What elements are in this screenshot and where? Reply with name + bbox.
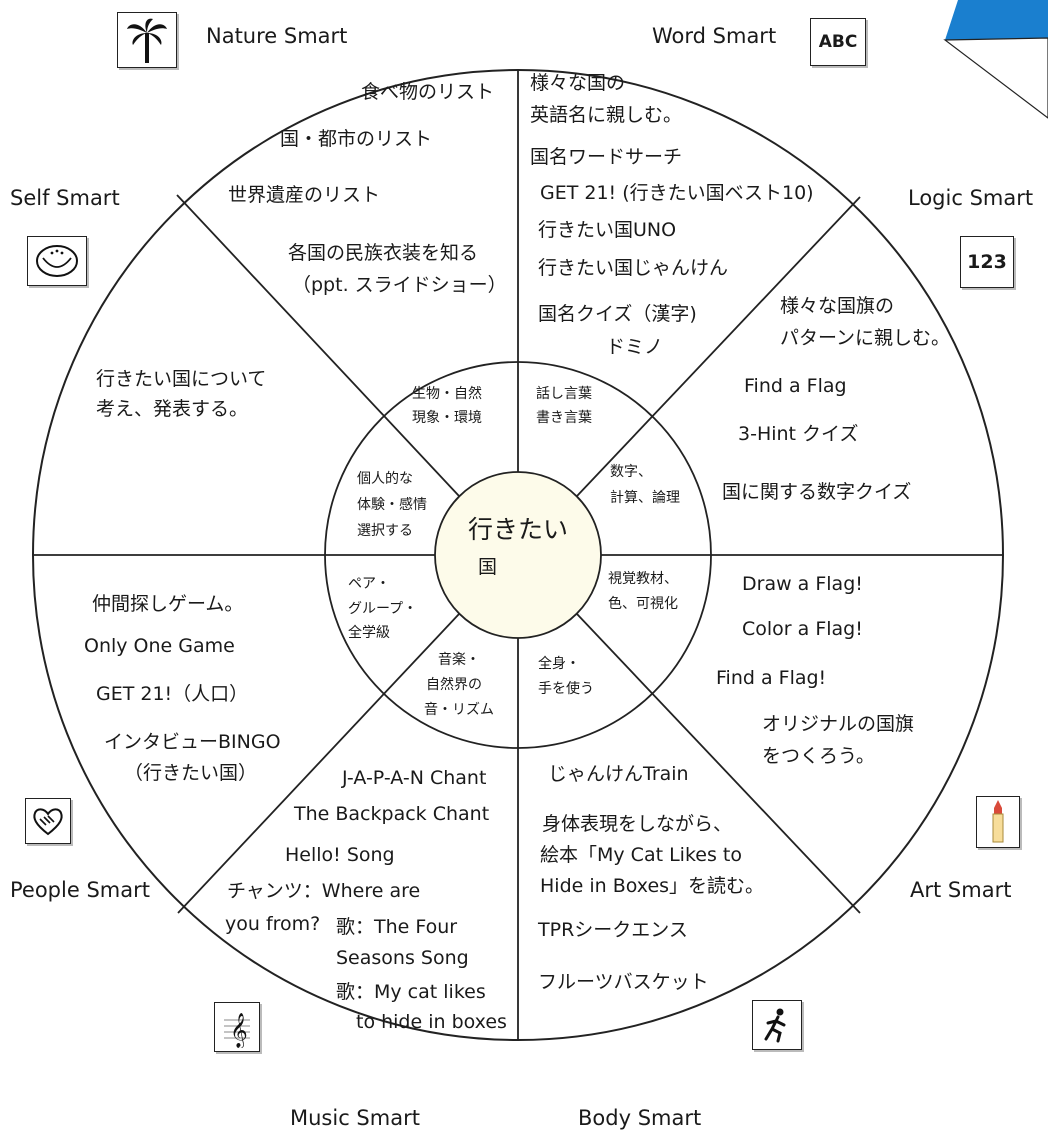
handshake-heart-icon	[25, 798, 71, 844]
word-item-4: GET 21! (行きたい国ベスト10)	[540, 182, 814, 204]
nature-item-3: 世界遺産のリスト	[228, 184, 381, 206]
divider-lines	[33, 70, 1003, 1040]
nature-smart-label: Nature Smart	[206, 24, 348, 48]
inner-logic-2: 計算、論理	[610, 490, 680, 506]
crayon-icon	[976, 796, 1020, 848]
center-line1: 行きたい	[468, 515, 569, 544]
word-item-3: 国名ワードサーチ	[530, 146, 683, 168]
center-circle	[434, 471, 602, 639]
runner-icon	[752, 1000, 802, 1050]
nature-item-1: 食べ物のリスト	[361, 81, 495, 103]
inner-people-3: 全学級	[348, 625, 390, 641]
logic-item-5: 国に関する数字クイズ	[722, 481, 912, 503]
self-smart-label: Self Smart	[10, 186, 120, 210]
palm-tree-icon	[117, 12, 177, 68]
word-item-8: ドミノ	[606, 336, 664, 358]
art-item-1: Draw a Flag!	[742, 573, 863, 595]
inner-logic-1: 数字、	[610, 464, 652, 480]
inner-ring	[324, 361, 712, 749]
music-item-5: you from?	[225, 913, 321, 935]
body-item-3: 絵本「My Cat Likes to	[540, 844, 742, 866]
logic-smart-label: Logic Smart	[908, 186, 1034, 210]
nature-item-5: （ppt. スライドショー）	[292, 274, 507, 296]
nature-item-4: 各国の民族衣装を知る	[288, 242, 479, 264]
body-item-6: フルーツバスケット	[538, 971, 709, 993]
body-item-5: TPRシークエンス	[538, 919, 688, 941]
word-item-2: 英語名に親しむ。	[530, 104, 683, 126]
svg-text:𝄞: 𝄞	[230, 1013, 248, 1048]
inner-music-1: 音楽・	[438, 652, 480, 668]
music-item-9: to hide in boxes	[356, 1011, 507, 1033]
music-item-7: Seasons Song	[336, 947, 469, 969]
inner-body-2: 手を使う	[538, 681, 594, 697]
word-item-6: 行きたい国じゃんけん	[538, 257, 729, 279]
inner-nature-1: 生物・自然	[412, 386, 482, 402]
music-item-8: 歌：My cat likes	[336, 981, 486, 1003]
self-item-2: 考え、発表する。	[96, 398, 249, 420]
inner-nature-2: 現象・環境	[412, 410, 482, 426]
smiley-icon	[27, 236, 87, 286]
art-item-4: オリジナルの国旗	[762, 713, 915, 735]
art-item-2: Color a Flag!	[742, 618, 863, 640]
inner-art-1: 視覚教材、	[608, 571, 678, 587]
word-item-1: 様々な国の	[530, 72, 626, 94]
word-item-5: 行きたい国UNO	[538, 219, 677, 241]
logic-item-4: 3-Hint クイズ	[738, 423, 859, 445]
logic-item-3: Find a Flag	[744, 375, 847, 397]
inner-art-2: 色、可視化	[608, 596, 678, 612]
music-clef-icon: 𝄞	[214, 1002, 260, 1052]
music-item-3: Hello! Song	[285, 844, 395, 866]
music-item-1: J-A-P-A-N Chant	[342, 767, 487, 789]
inner-word-1: 話し言葉	[536, 386, 592, 402]
inner-word-2: 書き言葉	[536, 410, 592, 426]
music-item-2: The Backpack Chant	[294, 803, 490, 825]
body-item-1: じゃんけんTrain	[548, 763, 689, 785]
word-item-7: 国名クイズ（漢字)	[538, 303, 697, 325]
body-smart-label: Body Smart	[578, 1106, 702, 1130]
center-line2: 国	[478, 556, 498, 578]
nature-item-2: 国・都市のリスト	[280, 128, 433, 150]
music-smart-label: Music Smart	[290, 1106, 420, 1130]
art-smart-label: Art Smart	[910, 878, 1012, 902]
numbers-icon: 123	[960, 236, 1014, 288]
inner-music-3: 音・リズム	[424, 702, 494, 718]
body-item-2: 身体表現をしながら、	[542, 813, 733, 835]
word-smart-label: Word Smart	[652, 24, 777, 48]
body-item-4: Hide in Boxes」を読む。	[540, 875, 765, 897]
music-item-4: チャンツ：Where are	[227, 880, 421, 902]
people-item-1: 仲間探しゲーム。	[92, 593, 244, 615]
people-item-4: インタビューBINGO	[104, 731, 281, 753]
people-item-2: Only One Game	[84, 635, 235, 657]
people-smart-label: People Smart	[10, 878, 150, 902]
inner-people-1: ペア・	[348, 576, 390, 592]
corner-blue-shape	[945, 0, 1048, 40]
inner-body-1: 全身・	[538, 656, 580, 672]
self-item-1: 行きたい国について	[96, 368, 267, 390]
inner-self-2: 体験・感情	[357, 497, 427, 513]
inner-self-1: 個人的な	[357, 471, 413, 487]
inner-self-3: 選択する	[357, 523, 413, 539]
art-item-3: Find a Flag!	[716, 667, 827, 689]
logic-item-2: パターンに親しむ。	[780, 327, 951, 349]
abc-icon: ABC	[810, 18, 866, 66]
inner-people-2: グループ・	[348, 601, 418, 617]
center-label: 行きたい	[468, 514, 568, 546]
corner-white-shape	[943, 37, 1048, 119]
art-item-5: をつくろう。	[762, 745, 875, 767]
music-item-6: 歌：The Four	[336, 916, 458, 938]
inner-music-2: 自然界の	[426, 677, 482, 693]
people-item-5: （行きたい国）	[124, 762, 258, 784]
logic-item-1: 様々な国旗の	[780, 295, 895, 317]
people-item-3: GET 21!（人口）	[96, 683, 249, 705]
